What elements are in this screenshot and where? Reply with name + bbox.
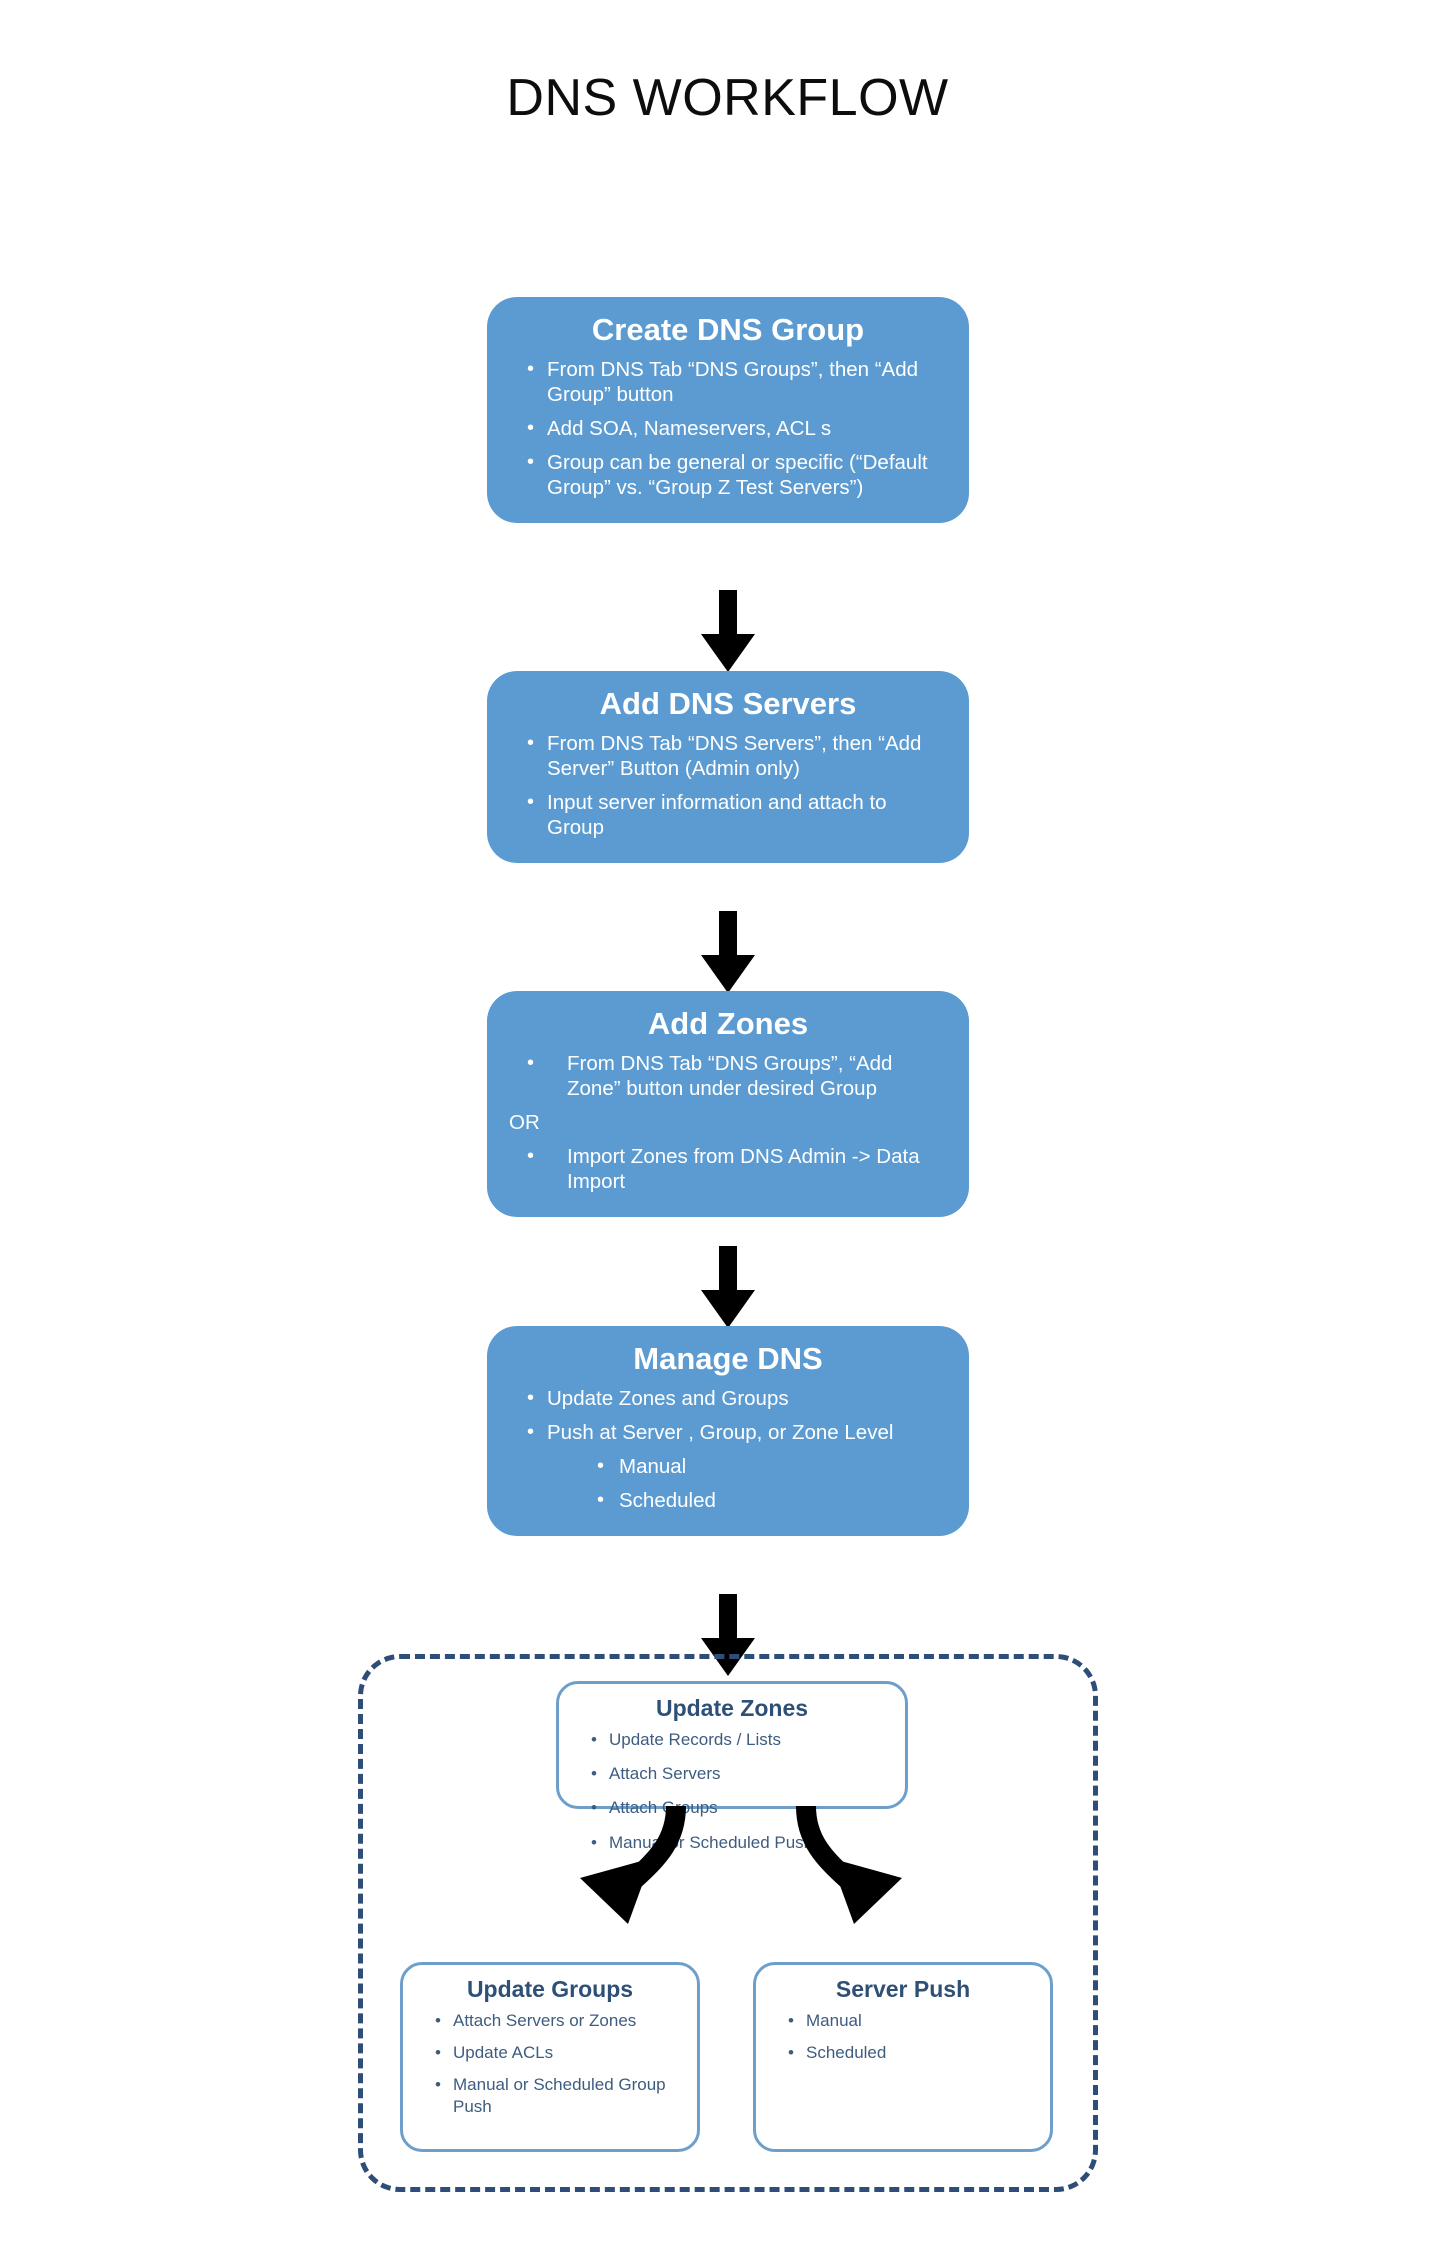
box-title: Update Zones xyxy=(655,1695,809,1721)
list-item: Attach Servers xyxy=(573,1763,891,1784)
list-item: Add SOA, Nameservers, ACL s xyxy=(509,416,947,441)
bullet-list: Update Zones and Groups Push at Server ,… xyxy=(509,1386,947,1513)
detail-group-container xyxy=(358,1654,1098,2192)
bullet-list: Update Records / Lists Attach Servers At… xyxy=(573,1729,891,1852)
arrow-down-icon xyxy=(698,1246,758,1328)
process-box-add-dns-servers[interactable]: Add DNS Servers From DNS Tab “DNS Server… xyxy=(487,671,969,864)
box-title: Create DNS Group xyxy=(591,312,865,347)
detail-box-update-zones[interactable]: Update Zones Update Records / Lists Atta… xyxy=(556,1681,908,1853)
detail-box-update-groups[interactable]: Update Groups Attach Servers or Zones Up… xyxy=(400,1962,700,2152)
box-title: Server Push xyxy=(835,1976,971,2002)
list-item: Manual or Scheduled Group Push xyxy=(417,2074,683,2116)
bullet-list-secondary: Import Zones from DNS Admin -> Data Impo… xyxy=(509,1144,947,1194)
list-item: Update Zones and Groups xyxy=(509,1386,947,1411)
bullet-list: From DNS Tab “DNS Groups”, then “Add Gro… xyxy=(509,357,947,500)
arrow-down-icon xyxy=(698,911,758,993)
list-item: Push at Server , Group, or Zone Level xyxy=(509,1420,947,1445)
box-title: Manage DNS xyxy=(633,1341,823,1376)
list-item: Group can be general or specific (“Defau… xyxy=(509,450,947,500)
list-item-sub: Scheduled xyxy=(509,1488,947,1513)
arrow-down-icon xyxy=(698,590,758,672)
detail-box-server-push[interactable]: Server Push Manual Scheduled xyxy=(753,1962,1053,2152)
page-title: DNS WORKFLOW xyxy=(506,69,949,127)
list-item: Attach Servers or Zones xyxy=(417,2010,683,2031)
list-item: Scheduled xyxy=(770,2042,1036,2063)
box-title: Update Groups xyxy=(466,1976,634,2002)
list-item-sub: Manual xyxy=(509,1454,947,1479)
bullet-list: From DNS Tab “DNS Servers”, then “Add Se… xyxy=(509,731,947,840)
list-item: From DNS Tab “DNS Servers”, then “Add Se… xyxy=(509,731,947,781)
list-item: Manual xyxy=(770,2010,1036,2031)
box-title: Add Zones xyxy=(647,1006,809,1041)
or-separator: OR xyxy=(509,1111,540,1135)
list-item: From DNS Tab “DNS Groups”, “Add Zone” bu… xyxy=(509,1051,947,1101)
list-item: Attach Groups xyxy=(573,1797,891,1818)
list-item: Update ACLs xyxy=(417,2042,683,2063)
process-box-manage-dns[interactable]: Manage DNS Update Zones and Groups Push … xyxy=(487,1326,969,1537)
list-item: From DNS Tab “DNS Groups”, then “Add Gro… xyxy=(509,357,947,407)
box-title: Add DNS Servers xyxy=(599,686,857,721)
bullet-list: From DNS Tab “DNS Groups”, “Add Zone” bu… xyxy=(509,1051,947,1101)
list-item: Import Zones from DNS Admin -> Data Impo… xyxy=(509,1144,947,1194)
list-item: Manual or Scheduled Push xyxy=(573,1832,891,1853)
process-box-add-zones[interactable]: Add Zones From DNS Tab “DNS Groups”, “Ad… xyxy=(487,991,969,1218)
bullet-list: Manual Scheduled xyxy=(770,2010,1036,2063)
process-box-create-dns-group[interactable]: Create DNS Group From DNS Tab “DNS Group… xyxy=(487,297,969,524)
list-item: Input server information and attach to G… xyxy=(509,790,947,840)
list-item: Update Records / Lists xyxy=(573,1729,891,1750)
bullet-list: Attach Servers or Zones Update ACLs Manu… xyxy=(417,2010,683,2116)
